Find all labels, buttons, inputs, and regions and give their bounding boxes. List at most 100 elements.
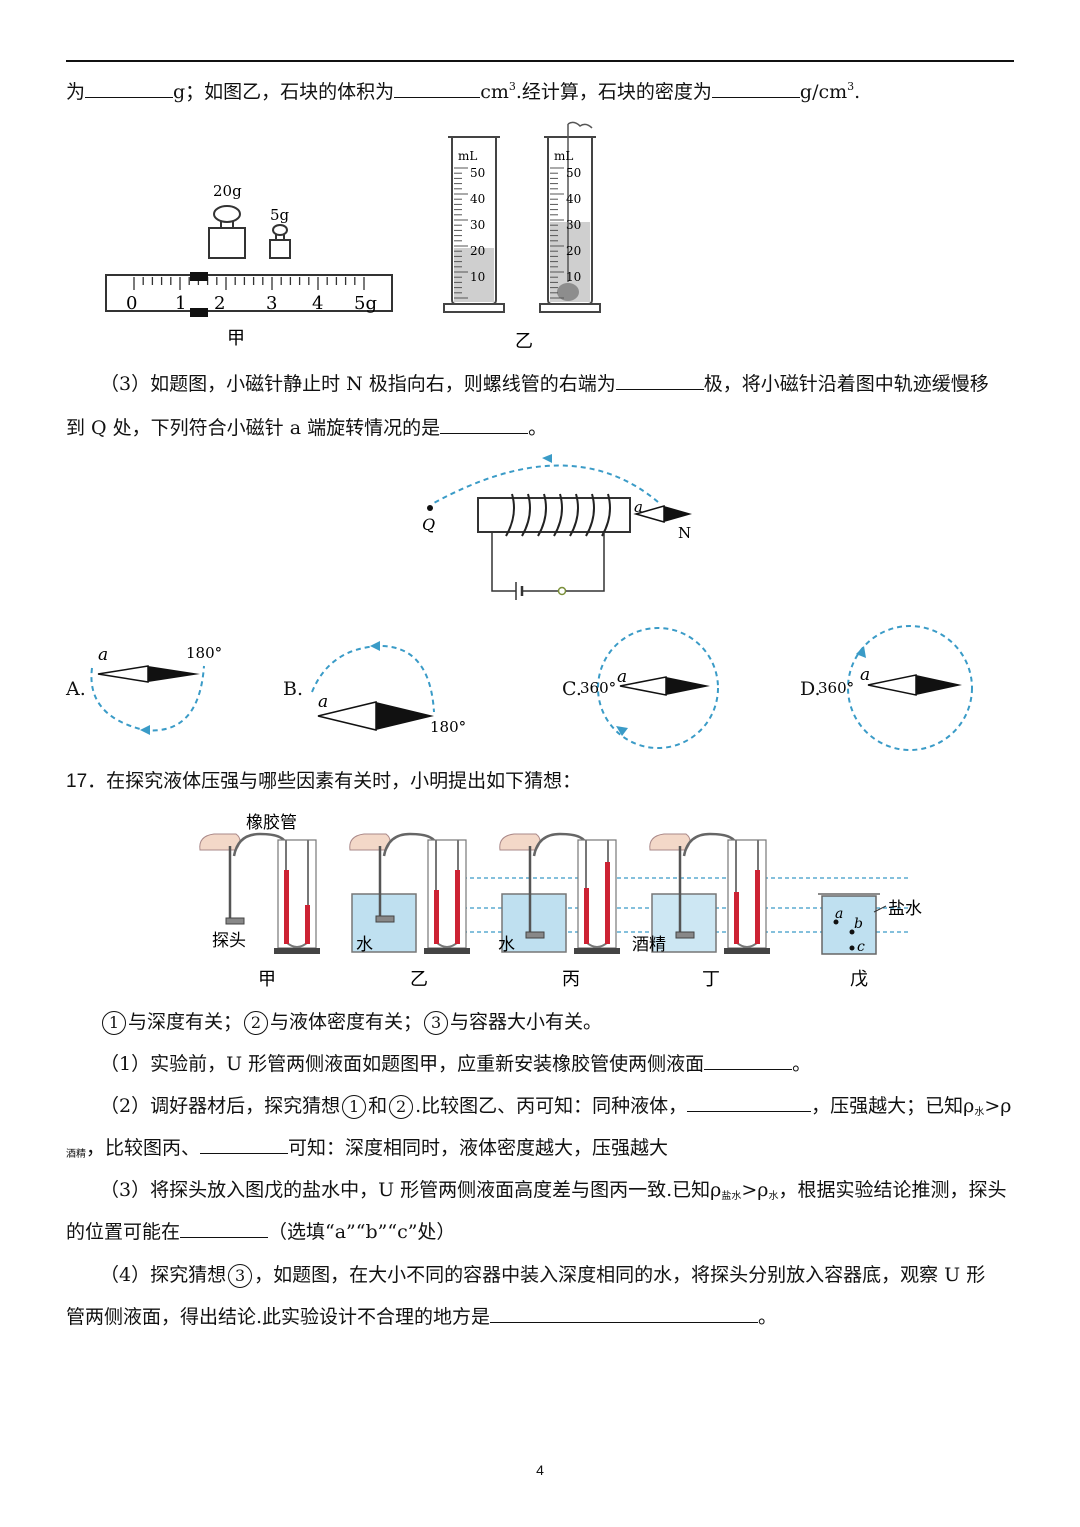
text: 。: [528, 417, 548, 439]
point-b: b: [854, 916, 863, 932]
tick-1: 1: [175, 293, 186, 314]
coil-turn: [537, 493, 547, 537]
option-a-letter[interactable]: A.: [66, 678, 86, 700]
tick-40: 40: [566, 192, 581, 206]
tube-label: 橡胶管: [246, 813, 297, 833]
q17-part2-line2: 酒精，比较图丙、可知：深度相同时，液体密度越大，压强越大: [66, 1135, 668, 1168]
text: （3）如题图，小磁针静止时 N 极指向右，则螺线管的右端为: [100, 373, 616, 395]
tick-10: 10: [566, 270, 581, 284]
tick-30: 30: [470, 218, 485, 232]
circled-number: 3: [228, 1264, 253, 1288]
point-a: a: [835, 906, 843, 922]
weight-20g-knob: [213, 205, 241, 223]
option-d-figure[interactable]: a 360°: [818, 624, 988, 754]
beaker: [351, 893, 417, 953]
rider-bottom: [190, 308, 208, 317]
answer-blank-density[interactable]: [711, 79, 800, 98]
water-label-yi: 水: [356, 935, 373, 955]
probe-label: 探头: [212, 931, 246, 951]
label-a: a: [634, 498, 643, 516]
text: 为: [66, 81, 86, 103]
text: （3）将探头放入图戊的盐水中，U 形管两侧液面高度差与图丙一致.已知ρ: [100, 1179, 722, 1201]
answer-blank-pole[interactable]: [615, 371, 704, 390]
option-d-letter[interactable]: D.: [800, 678, 821, 700]
text: （4）探究猜想: [100, 1264, 227, 1286]
label-a: a: [860, 665, 870, 685]
q17-stem: 17．在探究液体压强与哪些因素有关时，小明提出如下猜想：: [66, 768, 581, 795]
beaker: [501, 893, 567, 953]
tick-40: 40: [470, 192, 485, 206]
tick-0: 0: [126, 293, 137, 314]
tick-30: 30: [566, 218, 581, 232]
cylinder-left: mL 50 40 30 20 10: [443, 136, 505, 313]
caption-yi: 乙: [410, 969, 428, 990]
text: .比较图乙、丙可知：同种液体，: [415, 1095, 688, 1117]
solenoid-core: [477, 497, 631, 533]
solenoid-coils: [505, 493, 611, 537]
answer-blank-2b[interactable]: [200, 1135, 289, 1154]
hand: [199, 833, 241, 851]
text: ，根据实验结论推测，探头: [778, 1179, 1007, 1201]
answer-blank-option[interactable]: [440, 415, 529, 434]
cylinders-figure: mL 50 40 30 20 10 mL 50 40 30 20 10 乙: [443, 121, 601, 352]
option-c-letter[interactable]: C.: [562, 678, 582, 700]
answer-blank-2a[interactable]: [687, 1093, 812, 1112]
option-b-figure[interactable]: a 180°: [300, 640, 470, 740]
option-c-figure[interactable]: a 360°: [580, 627, 740, 755]
circled-number: 1: [102, 1011, 126, 1035]
text: 与深度有关；: [128, 1011, 243, 1033]
q17-part1: （1）实验前，U 形管两侧液面如题图甲，应重新安装橡胶管使两侧液面。: [100, 1051, 811, 1077]
text: ，压强越大；已知ρ: [811, 1095, 975, 1117]
subscript: 水: [974, 1107, 985, 1118]
header-rule: [66, 60, 1014, 62]
answer-blank-volume[interactable]: [394, 79, 481, 98]
hand: [349, 833, 391, 851]
cylinder-right: mL 50 40 30 20 10: [539, 121, 601, 313]
degree-label: 180°: [186, 644, 222, 662]
u-tube-setup: [199, 832, 320, 954]
text: >ρ: [984, 1095, 1012, 1117]
option-a-figure[interactable]: a 180°: [84, 636, 224, 736]
unit-label: mL: [554, 149, 573, 163]
text: .经计算，石块的密度为: [515, 81, 712, 103]
text: （选填“a”“b”“c”处）: [268, 1221, 456, 1243]
text: 可知：深度相同时，液体密度越大，压强越大: [288, 1137, 669, 1159]
question-number: 17．: [66, 771, 107, 792]
rider-top: [190, 272, 208, 281]
subscript: 盐水: [721, 1191, 742, 1202]
superscript: 3: [847, 80, 855, 93]
weight-5g-label: 5g: [270, 206, 290, 224]
u-tube-setup: [649, 832, 770, 954]
circled-number: 1: [342, 1095, 367, 1119]
q17-part3-line2: 的位置可能在（选填“a”“b”“c”处）: [66, 1219, 455, 1245]
tick-50: 50: [566, 166, 581, 180]
circled-number: 3: [424, 1011, 449, 1035]
option-b-letter[interactable]: B.: [283, 678, 304, 700]
text: 和: [368, 1095, 388, 1117]
hand: [649, 833, 691, 851]
u-tube-setup: [349, 832, 470, 954]
weight-5g-body: [269, 239, 291, 259]
weight-20g-body: [208, 227, 246, 259]
text: 。: [758, 1306, 778, 1328]
answer-blank-1[interactable]: [704, 1051, 793, 1070]
hand: [499, 833, 541, 851]
text: cm: [480, 81, 509, 103]
text: 极，将小磁针沿着图中轨迹缓慢移: [703, 373, 989, 395]
circuit-wire: [491, 532, 516, 592]
answer-blank-4[interactable]: [490, 1304, 759, 1323]
answer-blank-mass[interactable]: [85, 79, 174, 98]
text: g/cm: [799, 81, 848, 103]
q16-part3-line2: 到 Q 处，下列符合小磁针 a 端旋转情况的是 。: [66, 415, 547, 441]
text: 与液体密度有关；: [270, 1011, 423, 1033]
tick-3: 3: [266, 293, 277, 314]
trajectory-arrow: [542, 454, 552, 463]
tick-2: 2: [214, 293, 225, 314]
circled-number: 2: [244, 1011, 269, 1035]
tick-20: 20: [470, 244, 485, 258]
text: 到 Q 处，下列符合小磁针 a 端旋转情况的是: [66, 417, 441, 439]
answer-blank-3[interactable]: [180, 1219, 269, 1238]
